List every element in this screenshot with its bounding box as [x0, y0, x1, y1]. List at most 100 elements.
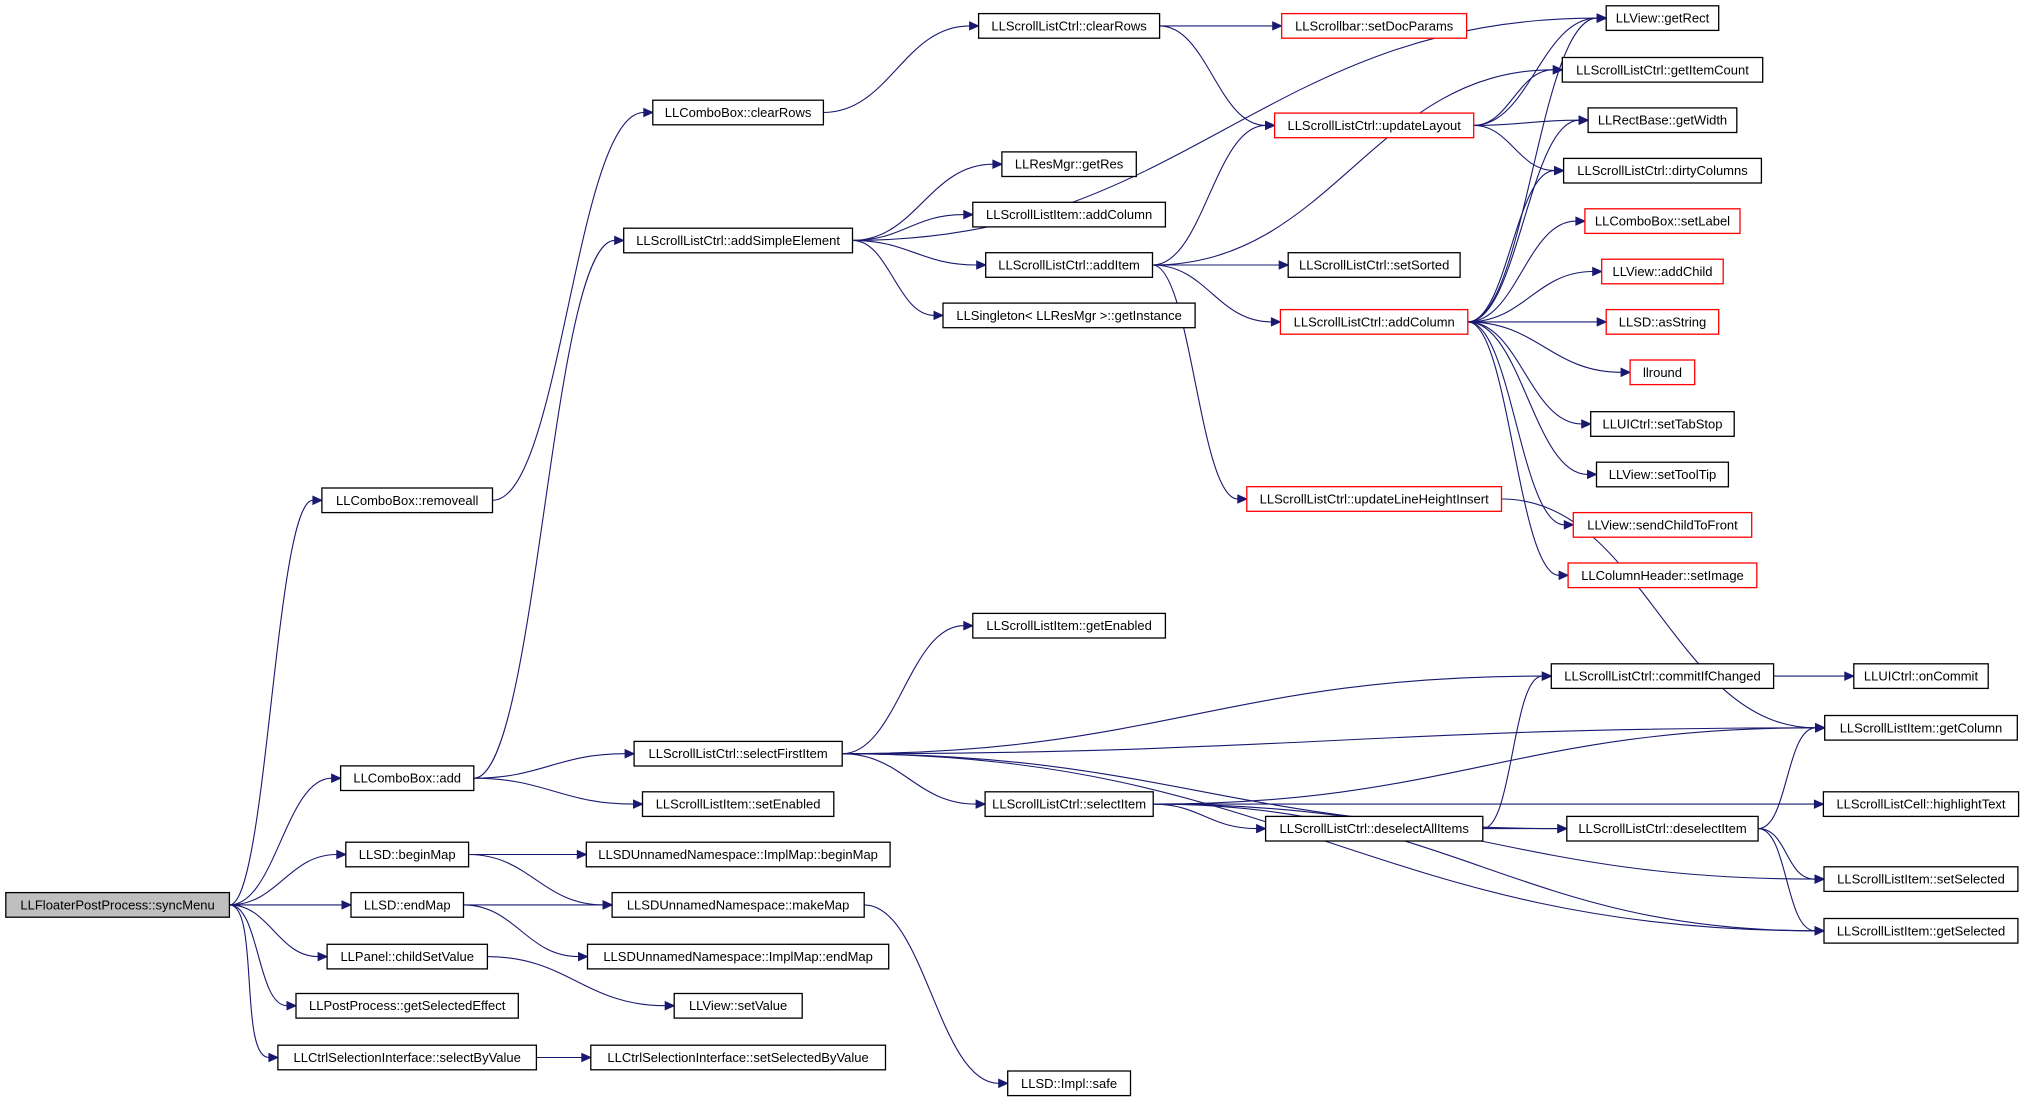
- edge-commit-if-changed-to-on-commit: [1773, 671, 1856, 681]
- node-llround[interactable]: llround: [1629, 359, 1696, 386]
- node-box: [5, 891, 231, 918]
- node-sli-set-enabled[interactable]: LLScrollListItem::setEnabled: [641, 791, 835, 818]
- node-get-column[interactable]: LLScrollListItem::getColumn: [1824, 714, 2018, 741]
- node-set-tab-stop[interactable]: LLUICtrl::setTabStop: [1590, 411, 1735, 437]
- node-select-first-item[interactable]: LLScrollListCtrl::selectFirstItem: [633, 740, 843, 767]
- arrowhead-icon: [1265, 120, 1276, 131]
- node-add-simple-element[interactable]: LLScrollListCtrl::addSimpleElement: [623, 227, 854, 254]
- node-box: [585, 841, 891, 868]
- node-slc-clear-rows[interactable]: LLScrollListCtrl::clearRows: [977, 12, 1161, 39]
- arrowhead-icon: [963, 620, 975, 631]
- edge-line: [473, 239, 615, 779]
- node-cb-add[interactable]: LLComboBox::add: [339, 765, 475, 792]
- node-llsd-safe[interactable]: LLSD::Impl::safe: [1007, 1070, 1132, 1097]
- node-send-child-to-front[interactable]: LLView::sendChildToFront: [1572, 511, 1753, 538]
- node-select-by-value[interactable]: LLCtrlSelectionInterface::selectByValue: [277, 1044, 538, 1071]
- arrowhead-icon: [1558, 570, 1570, 581]
- node-get-res[interactable]: LLResMgr::getRes: [1001, 151, 1137, 178]
- edge-line: [842, 675, 1543, 755]
- node-get-rect[interactable]: LLView::getRect: [1605, 5, 1720, 32]
- node-set-sorted[interactable]: LLScrollListCtrl::setSorted: [1287, 252, 1461, 278]
- node-slc-add-item[interactable]: LLScrollListCtrl::addItem: [985, 252, 1154, 278]
- arrowhead-icon: [268, 1052, 280, 1063]
- node-begin-map[interactable]: LLSD::beginMap: [345, 841, 470, 868]
- node-get-instance[interactable]: LLSingleton< LLResMgr >::getInstance: [942, 302, 1196, 329]
- node-get-width[interactable]: LLRectBase::getWidth: [1587, 107, 1738, 134]
- node-sli-get-selected[interactable]: LLScrollListItem::getSelected: [1823, 917, 2019, 944]
- edge-line: [1473, 119, 1580, 126]
- edge-line: [473, 777, 634, 805]
- node-removeall[interactable]: LLComboBox::removeall: [321, 487, 494, 514]
- edge-line: [473, 753, 626, 779]
- node-get-item-count[interactable]: LLScrollListCtrl::getItemCount: [1561, 56, 1764, 83]
- node-label: LLScrollListCtrl::setSorted: [1299, 258, 1449, 273]
- node-box: [1853, 663, 1989, 690]
- edge-deselect-all-items-to-commit-if-changed: [1482, 671, 1553, 830]
- node-sync-menu[interactable]: LLFloaterPostProcess::syncMenu: [5, 891, 231, 918]
- node-box: [1629, 359, 1696, 386]
- edge-select-first-item-to-slc-select-item: [842, 753, 987, 809]
- node-add-child[interactable]: LLView::addChild: [1601, 258, 1724, 285]
- node-set-image[interactable]: LLColumnHeader::setImage: [1567, 562, 1758, 589]
- node-label: LLSD::asString: [1619, 314, 1706, 329]
- node-label: LLCtrlSelectionInterface::selectByValue: [294, 1050, 521, 1065]
- node-highlight-text[interactable]: LLScrollListCell::highlightText: [1822, 791, 2020, 818]
- arrowhead-icon: [643, 107, 655, 118]
- node-label: LLSDUnnamedNamespace::ImplMap::beginMap: [598, 847, 878, 862]
- node-impl-begin-map[interactable]: LLSDUnnamedNamespace::ImplMap::beginMap: [585, 841, 891, 868]
- node-get-selected-effect[interactable]: LLPostProcess::getSelectedEffect: [295, 992, 519, 1019]
- node-on-commit[interactable]: LLUICtrl::onCommit: [1853, 663, 1989, 690]
- node-impl-end-map[interactable]: LLSDUnnamedNamespace::ImplMap::endMap: [586, 943, 890, 970]
- node-label: LLResMgr::getRes: [1015, 157, 1124, 172]
- node-sli-get-enabled[interactable]: LLScrollListItem::getEnabled: [972, 612, 1167, 639]
- arrowhead-icon: [1541, 671, 1553, 681]
- node-box: [1562, 157, 1763, 184]
- node-box: [623, 227, 854, 254]
- node-make-map[interactable]: LLSDUnnamedNamespace::makeMap: [611, 891, 865, 918]
- node-label: LLUICtrl::onCommit: [1864, 669, 1979, 684]
- edge-select-by-value-to-set-selected-by-value: [536, 1052, 593, 1063]
- edge-slc-add-column-to-send-child-to-front: [1467, 321, 1575, 530]
- node-label: LLScrollListCtrl::addSimpleElement: [636, 233, 840, 248]
- node-slc-add-column[interactable]: LLScrollListCtrl::addColumn: [1279, 308, 1469, 335]
- edge-slc-select-item-to-deselect-all-items: [1153, 803, 1267, 834]
- edge-sync-menu-to-cb-add: [229, 773, 342, 906]
- node-set-doc-params[interactable]: LLScrollbar::setDocParams: [1281, 12, 1468, 39]
- node-slc-select-item[interactable]: LLScrollListCtrl::selectItem: [984, 791, 1154, 818]
- node-box: [942, 302, 1196, 329]
- node-set-selected-by-value[interactable]: LLCtrlSelectionInterface::setSelectedByV…: [590, 1044, 887, 1071]
- node-label: LLSD::endMap: [364, 897, 451, 912]
- edge-line: [229, 904, 319, 958]
- node-box: [1550, 663, 1775, 690]
- edge-line: [1152, 264, 1238, 500]
- node-view-set-value[interactable]: LLView::setValue: [673, 992, 803, 1019]
- node-commit-if-changed[interactable]: LLScrollListCtrl::commitIfChanged: [1550, 663, 1775, 690]
- edge-slc-add-column-to-get-rect: [1467, 13, 1608, 323]
- edge-removeall-to-cb-clear-rows: [492, 107, 655, 501]
- node-as-string[interactable]: LLSD::asString: [1605, 308, 1720, 335]
- node-label: LLPostProcess::getSelectedEffect: [309, 998, 506, 1013]
- node-box: [1246, 486, 1503, 512]
- node-set-label[interactable]: LLComboBox::setLabel: [1584, 208, 1741, 235]
- arrowhead-icon: [1554, 165, 1565, 176]
- edge-sync-menu-to-select-by-value: [229, 904, 280, 1063]
- node-sli-set-selected[interactable]: LLScrollListItem::setSelected: [1823, 866, 2019, 893]
- edge-slc-add-item-to-get-item-count: [1152, 65, 1564, 266]
- edge-cb-add-to-add-simple-element: [473, 235, 625, 779]
- node-box: [1587, 107, 1738, 134]
- arrowhead-icon: [336, 849, 348, 860]
- node-end-map[interactable]: LLSD::endMap: [350, 891, 465, 918]
- node-update-layout[interactable]: LLScrollListCtrl::updateLayout: [1273, 112, 1475, 139]
- edge-slc-add-item-to-slc-add-column: [1152, 264, 1282, 327]
- node-cb-clear-rows[interactable]: LLComboBox::clearRows: [652, 99, 825, 126]
- node-child-set-value[interactable]: LLPanel::childSetValue: [326, 943, 489, 970]
- node-sli-add-column[interactable]: LLScrollListItem::addColumn: [972, 201, 1167, 228]
- node-box: [321, 487, 494, 514]
- node-set-tool-tip[interactable]: LLView::setToolTip: [1595, 461, 1730, 488]
- node-deselect-all-items[interactable]: LLScrollListCtrl::deselectAllItems: [1264, 815, 1484, 842]
- node-update-line-height-insert[interactable]: LLScrollListCtrl::updateLineHeightInsert: [1246, 486, 1503, 512]
- node-slc-deselect-item[interactable]: LLScrollListCtrl::deselectItem: [1566, 815, 1759, 842]
- node-box: [1824, 714, 2018, 741]
- node-label: LLScrollListItem::getSelected: [1837, 923, 2005, 938]
- node-dirty-columns[interactable]: LLScrollListCtrl::dirtyColumns: [1562, 157, 1763, 184]
